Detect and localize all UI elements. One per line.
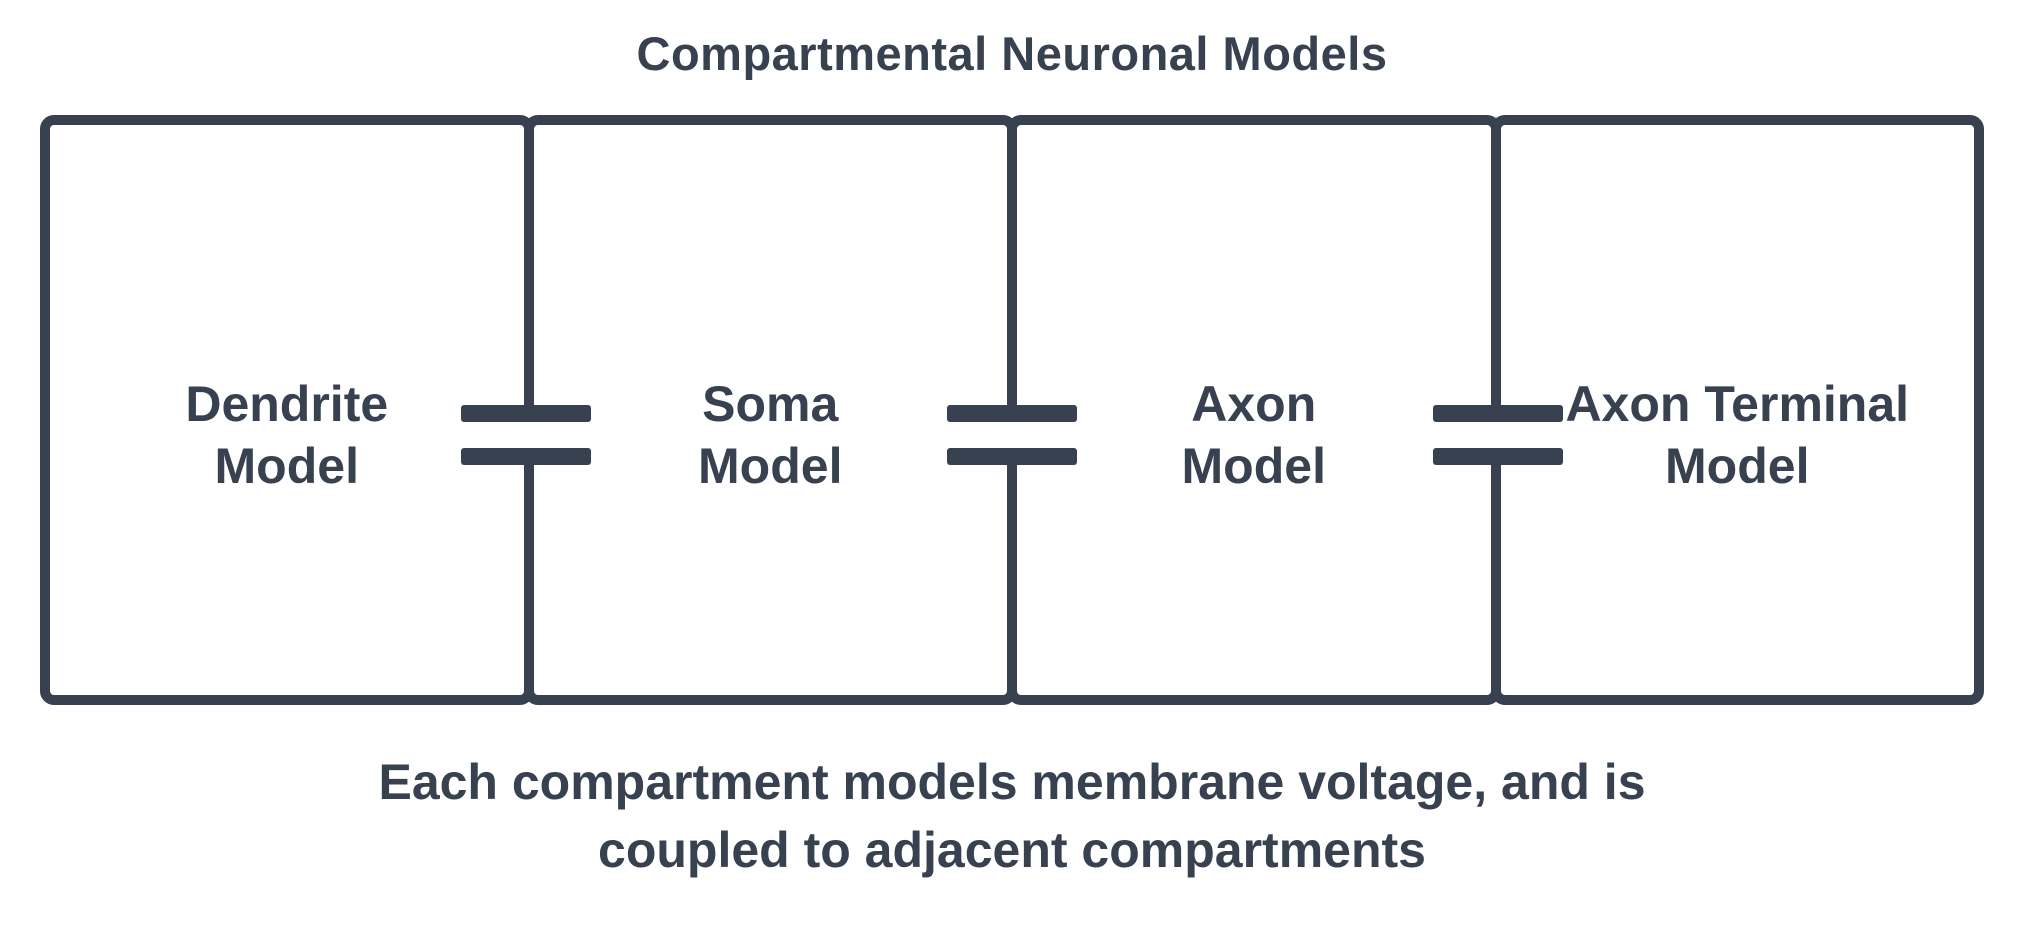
label-line: Axon Terminal — [1565, 375, 1910, 432]
compartment-label: Dendrite Model — [185, 373, 388, 498]
diagram-page: Compartmental Neuronal Models Dendrite M… — [0, 26, 2024, 952]
coupling-capacitor-icon — [947, 405, 1077, 465]
coupling-capacitor-icon — [461, 405, 591, 465]
coupling-bar-bottom — [1433, 448, 1563, 465]
page-title: Compartmental Neuronal Models — [636, 27, 1388, 80]
label-line: Model — [1181, 438, 1326, 494]
caption: Each compartment models membrane voltage… — [0, 749, 2024, 884]
coupling-capacitor-icon — [1433, 405, 1563, 465]
label-line: Soma — [702, 375, 839, 432]
caption-line-1: Each compartment models membrane voltage… — [378, 754, 1646, 810]
compartment-box-axon-terminal: Axon Terminal Model — [1490, 115, 1984, 705]
coupling-bar-top — [1433, 405, 1563, 422]
label-line: Model — [698, 438, 843, 494]
caption-line-2: coupled to adjacent compartments — [598, 821, 1426, 878]
compartment-box-dendrite: Dendrite Model — [40, 115, 534, 705]
coupling-bar-bottom — [461, 448, 591, 465]
compartment-label: Soma Model — [698, 373, 842, 498]
coupling-bar-bottom — [947, 448, 1077, 465]
label-line: Model — [1665, 438, 1810, 494]
coupling-bar-top — [947, 405, 1077, 422]
compartment-box-soma: Soma Model — [523, 115, 1017, 705]
label-line: Model — [214, 438, 359, 494]
coupling-bar-top — [461, 405, 591, 422]
label-line: Dendrite — [185, 375, 389, 432]
compartments-row: Dendrite Model Soma Model Axon Model Axo… — [40, 115, 1984, 705]
compartment-box-axon: Axon Model — [1007, 115, 1501, 705]
compartment-label: Axon Terminal Model — [1565, 373, 1909, 498]
compartment-label: Axon Model — [1182, 373, 1326, 498]
label-line: Axon — [1191, 375, 1317, 432]
